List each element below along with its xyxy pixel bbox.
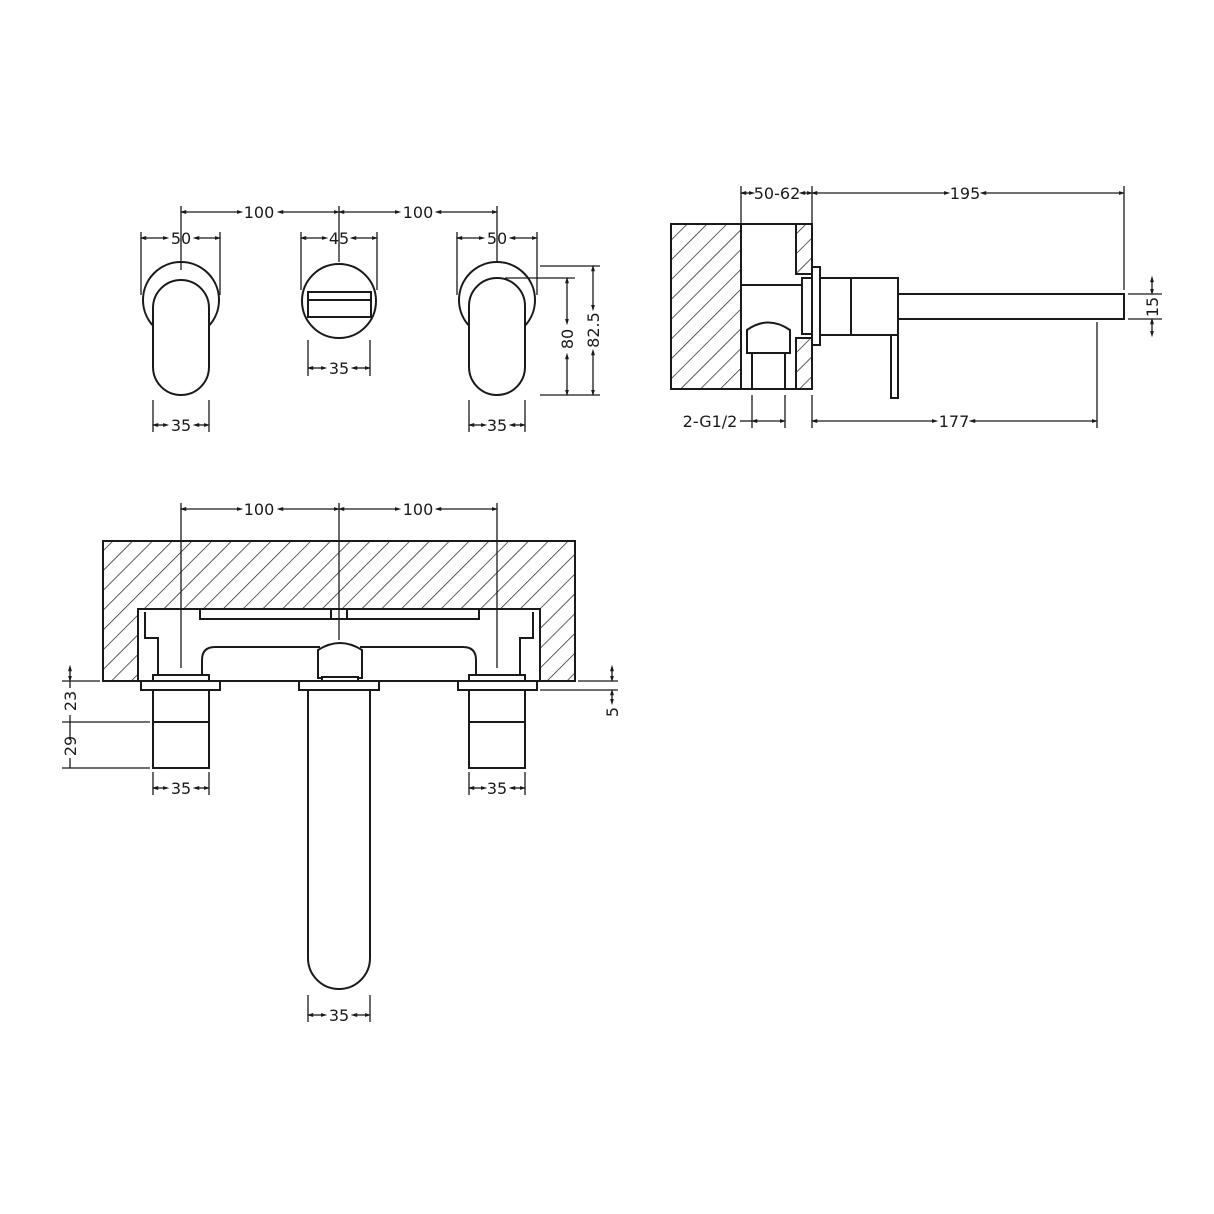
left-handle-plan (152, 689, 210, 769)
dim-right-plate: 50 (487, 229, 507, 248)
right-flange (457, 680, 538, 691)
dim-left-handle-width: 35 (171, 779, 191, 798)
plan-view: 100 100 23 29 5 35 35 35 (61, 500, 622, 1025)
dim-front-spacing-right: 100 (403, 203, 434, 222)
dim-handle-lower: 29 (61, 736, 80, 756)
dim-spout-thickness: 15 (1143, 297, 1162, 317)
dim-handle-upper: 23 (61, 691, 80, 711)
dim-spout-outlet: 35 (329, 359, 349, 378)
wall-plate (811, 266, 821, 346)
dim-left-lever: 35 (171, 416, 191, 435)
central-valve (317, 642, 363, 679)
dimension-lines (139, 206, 600, 432)
dim-inlet: 2-G1/2 (683, 412, 738, 431)
dim-spout-reach: 177 (939, 412, 970, 431)
mixer-body (819, 277, 899, 336)
left-handle (142, 261, 220, 396)
dim-lever-height: 80 (558, 329, 577, 349)
dim-spout-width: 35 (329, 1006, 349, 1025)
side-view: 50-62 195 15 2-G1/2 177 (670, 184, 1162, 431)
spout-flange (298, 680, 380, 691)
valve-body (746, 321, 791, 354)
dim-front-spacing-left: 100 (244, 203, 275, 222)
spout-plan (307, 689, 371, 990)
wall-section (670, 223, 742, 390)
right-handle (458, 261, 536, 396)
front-view: 100 100 50 45 50 35 35 35 80 82.5 (139, 203, 603, 435)
lever-side (890, 334, 899, 399)
left-flange (140, 680, 221, 691)
dim-left-plate: 50 (171, 229, 191, 248)
dim-plan-spacing-right: 100 (403, 500, 434, 519)
dim-plan-spacing-left: 100 (244, 500, 275, 519)
dim-projection: 195 (950, 184, 981, 203)
dim-right-lever: 35 (487, 416, 507, 435)
dim-plate-thickness: 5 (603, 707, 622, 717)
spout-side (897, 293, 1125, 320)
spout-plate (301, 263, 377, 339)
dim-wall-depth: 50-62 (754, 184, 801, 203)
plan-dimension-lines (62, 503, 618, 1022)
dim-plate-height: 82.5 (584, 312, 603, 348)
dim-spout-plate: 45 (329, 229, 349, 248)
side-dimension-lines (739, 186, 1162, 428)
dim-right-handle-width: 35 (487, 779, 507, 798)
right-handle-plan (468, 689, 526, 769)
